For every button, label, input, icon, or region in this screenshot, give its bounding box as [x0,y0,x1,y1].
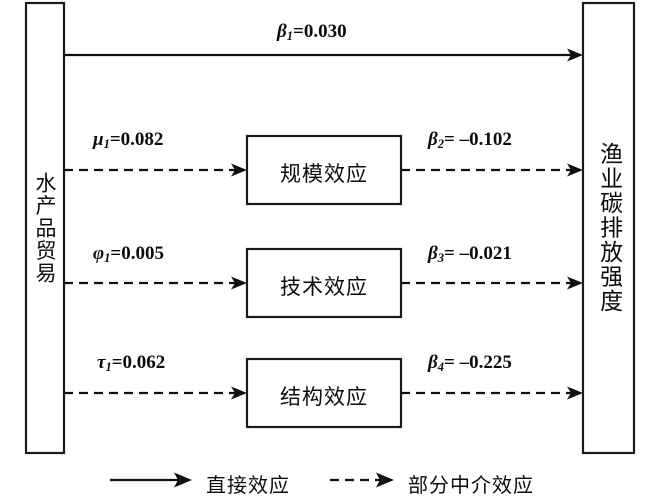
legend-direct-arrowhead [174,472,192,488]
coef-value-tau1: 0.062 [122,352,166,373]
coef-sub-beta4: 4 [437,359,444,374]
coef-sub-beta2: 2 [437,136,444,151]
outcome-node-box [581,1,636,455]
mediator-scale-label: 规模效应 [280,162,368,186]
coef-symbol-beta2: β [428,129,438,150]
coef-sub-mu1: 1 [103,136,110,151]
edge-direct-coefficient: β1=0.030 [277,21,347,43]
edge-source-technology-coefficient: φ1=0.005 [93,243,164,265]
edge-structure-outcome-coefficient: β4= –0.225 [428,352,512,374]
edge-scale-outcome-arrowhead [567,163,583,177]
mediator-technology-label: 技术效应 [280,275,368,299]
outcome-node-label: 渔业碳排放强度 [595,142,622,314]
edge-source-technology-arrowhead [231,276,247,290]
mediator-scale-box [245,134,403,206]
coef-sub-beta3: 3 [437,250,444,265]
edge-source-scale-coefficient: μ1=0.082 [93,129,164,151]
legend-mediation-arrowhead [376,472,394,488]
coef-value-beta3: –0.021 [459,243,512,264]
coef-symbol-beta3: β [428,243,438,264]
source-node-label: 水产品贸易 [33,171,58,285]
legend-mediation-label: 部分中介效应 [408,473,534,497]
legend-direct-label: 直接效应 [206,473,290,497]
source-node-box [24,1,66,455]
mediator-structure-label: 结构效应 [280,385,368,409]
coef-symbol-beta1: β [277,21,287,42]
coef-value-phi1: 0.005 [121,243,164,264]
edge-source-scale-arrowhead [231,163,247,177]
edge-technology-outcome-coefficient: β3= –0.021 [428,243,512,265]
coef-value-beta2: –0.102 [459,129,512,150]
edge-direct-arrowhead [567,48,583,62]
coef-value-beta1: 0.030 [303,21,347,42]
coef-sub-beta1: 1 [286,28,293,43]
edge-technology-outcome-arrowhead [567,276,583,290]
coef-value-beta4: –0.225 [459,352,512,373]
edge-source-structure-arrowhead [231,386,247,400]
edge-source-structure-coefficient: τ1=0.062 [97,352,166,374]
coef-symbol-tau1: τ [97,352,106,373]
mediator-structure-box [245,357,403,429]
coef-symbol-beta4: β [428,352,438,373]
coef-sub-tau1: 1 [105,359,112,374]
coef-symbol-mu1: μ [93,129,104,150]
edge-scale-outcome-coefficient: β2= –0.102 [428,129,512,151]
coef-sub-phi1: 1 [104,250,111,265]
coef-value-mu1: 0.082 [120,129,164,150]
coef-symbol-phi1: φ [93,243,105,264]
edge-structure-outcome-arrowhead [567,386,583,400]
